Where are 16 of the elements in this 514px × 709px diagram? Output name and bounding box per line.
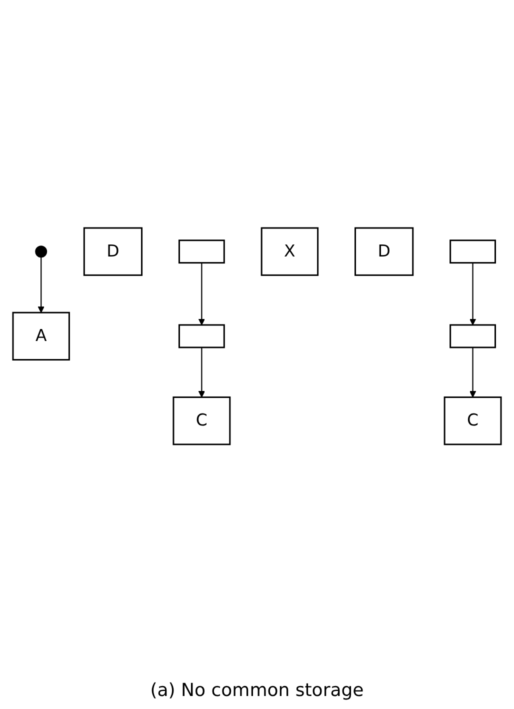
arrow xyxy=(470,262,476,326)
node-box xyxy=(178,239,225,264)
arrow xyxy=(198,262,205,326)
caption: (a) No common storage xyxy=(150,680,364,701)
node-box: C xyxy=(172,396,231,445)
node-box: C xyxy=(444,396,502,445)
node-box xyxy=(178,324,225,348)
node-box xyxy=(450,324,496,348)
node-box: A xyxy=(12,312,70,360)
arrow xyxy=(198,347,205,398)
arrow xyxy=(38,257,44,313)
node-box: D xyxy=(83,227,143,276)
node-box: X xyxy=(260,227,319,276)
arrow xyxy=(470,347,476,398)
node-box: D xyxy=(354,227,414,276)
node-box xyxy=(450,239,496,264)
